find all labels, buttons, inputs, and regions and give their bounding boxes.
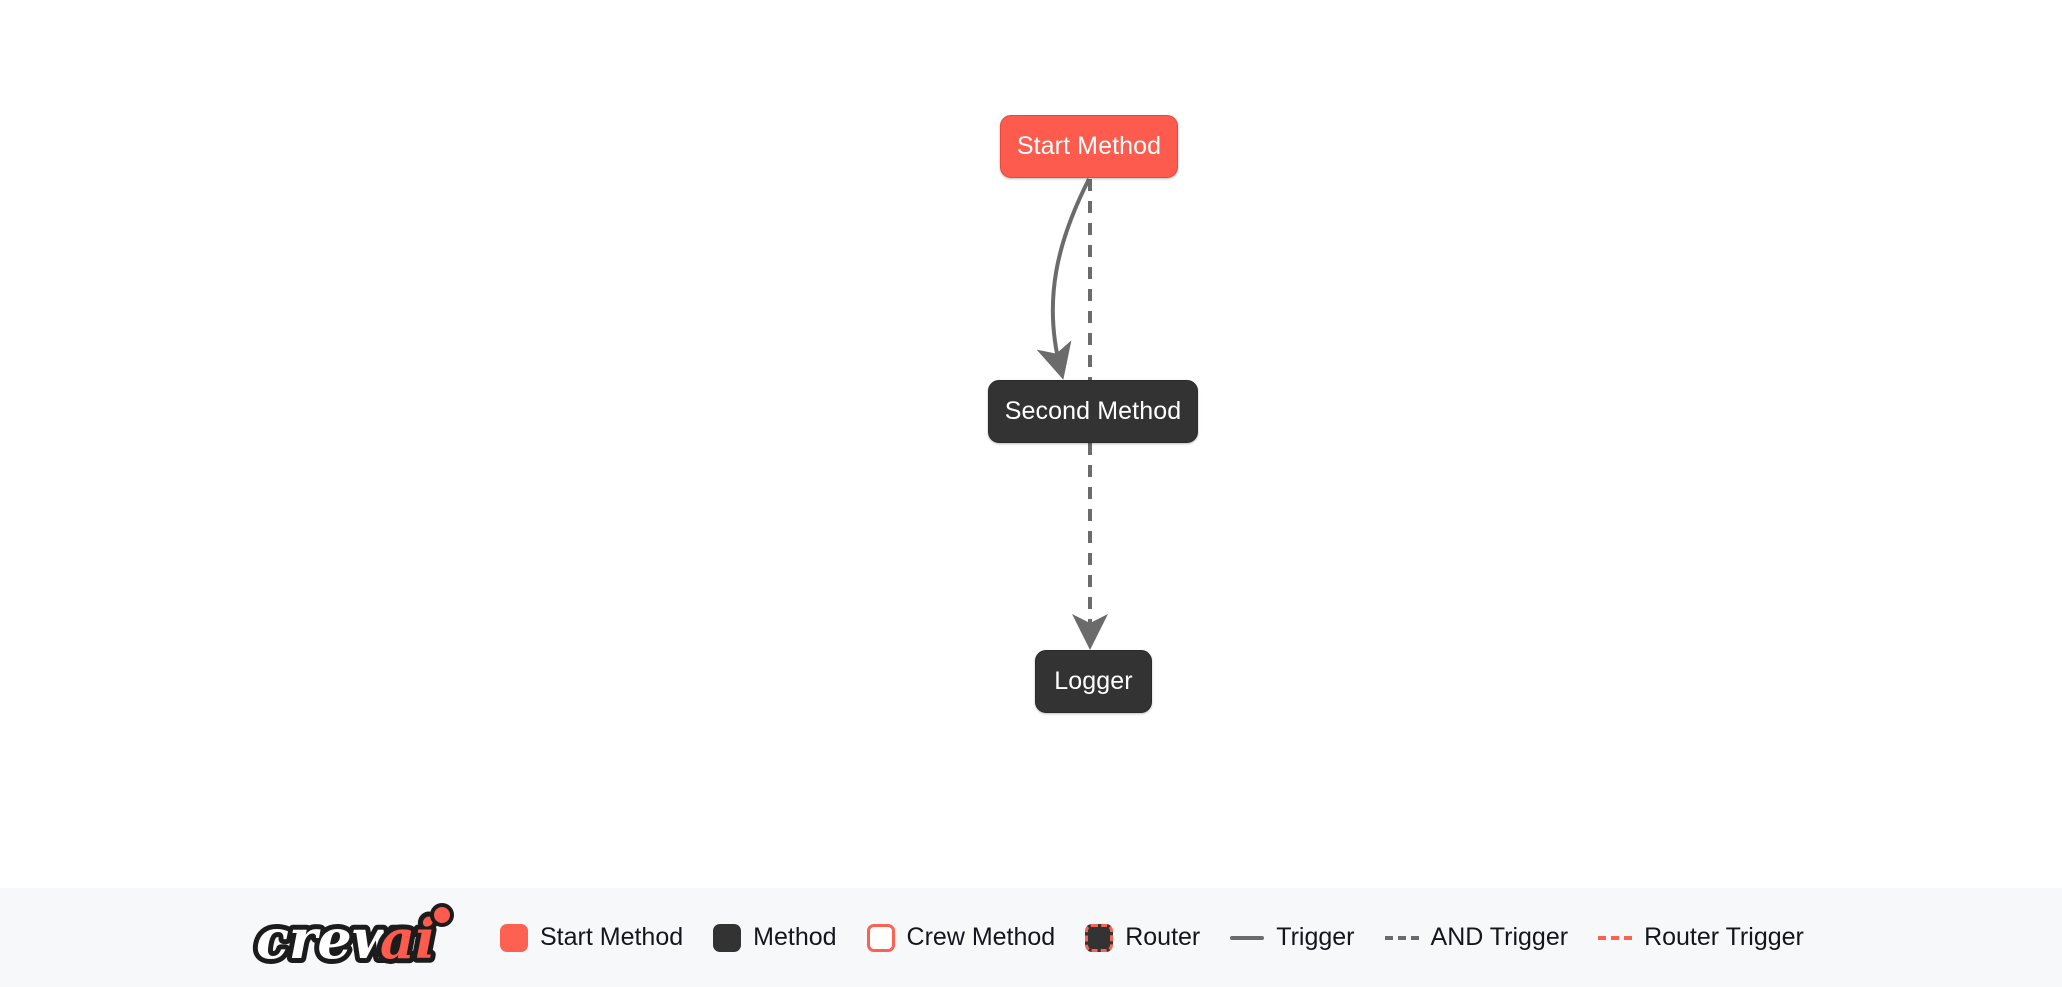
legend-item-trigger[interactable]: Trigger: [1230, 923, 1355, 951]
legend-label-and-trigger: AND Trigger: [1430, 923, 1569, 951]
legend-item-method[interactable]: Method: [713, 923, 837, 952]
legend-bar: crew crew ai ai Start Method Method Crew…: [0, 888, 2062, 987]
flow-canvas[interactable]: Start Method Second Method Logger: [0, 0, 2062, 888]
legend-item-router[interactable]: Router: [1085, 923, 1201, 952]
legend-content: crew crew ai ai Start Method Method Crew…: [252, 900, 1834, 976]
legend-label-router-trigger: Router Trigger: [1644, 923, 1804, 951]
svg-text:ai: ai: [380, 907, 436, 971]
svg-text:crew: crew: [256, 907, 401, 971]
legend-item-and-trigger[interactable]: AND Trigger: [1384, 923, 1569, 951]
svg-text:crew: crew: [256, 907, 401, 971]
crewai-logo: crew crew ai ai: [252, 902, 454, 976]
legend-item-start-method[interactable]: Start Method: [500, 923, 684, 952]
edge-layer: [1036, 178, 1108, 650]
crew-method-swatch-icon: [866, 923, 895, 952]
legend-label-trigger: Trigger: [1276, 923, 1355, 951]
and-trigger-line-icon: [1384, 935, 1419, 940]
router-trigger-line-icon: [1598, 935, 1633, 940]
router-swatch-icon: [1085, 923, 1114, 952]
start-method-swatch-icon: [500, 923, 528, 952]
legend-label-crew-method: Crew Method: [906, 923, 1056, 951]
method-swatch-icon: [713, 923, 742, 952]
legend-label-router: Router: [1125, 923, 1201, 951]
legend-label-start-method: Start Method: [540, 923, 684, 951]
legend-item-router-trigger[interactable]: Router Trigger: [1598, 925, 1804, 950]
trigger-line-icon: [1230, 935, 1265, 940]
legend-item-crew-method[interactable]: Crew Method: [866, 923, 1056, 952]
node-start-method[interactable]: Start Method: [1000, 115, 1178, 178]
node-logger[interactable]: Logger: [1035, 650, 1152, 713]
legend-label-method: Method: [753, 923, 837, 951]
svg-text:ai: ai: [380, 907, 436, 971]
node-second-method[interactable]: Second Method: [988, 380, 1198, 443]
edge-start-to-second-trigger: [1036, 178, 1091, 380]
